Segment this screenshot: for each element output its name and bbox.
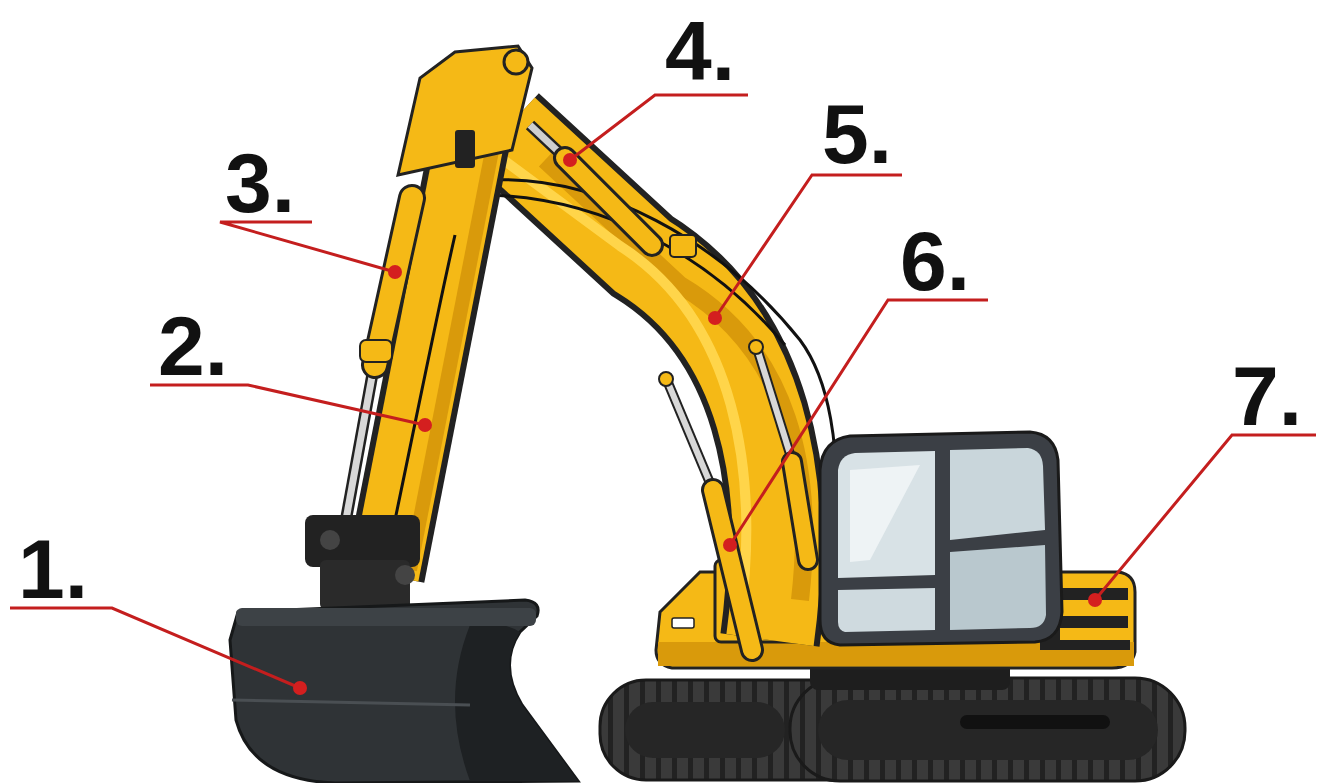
leader-dots [293, 153, 1102, 695]
arm [385, 46, 532, 575]
cylinder-rod-outline [666, 378, 715, 495]
leader-line [715, 175, 902, 318]
pivot-pin [320, 530, 340, 550]
boom [480, 130, 836, 640]
cylinder-rod [666, 378, 715, 495]
cylinder-barrel [792, 462, 808, 560]
arm-head [398, 46, 532, 175]
cylinder-barrel-outline [792, 462, 808, 560]
leader-dot [388, 265, 402, 279]
cab-frame [820, 432, 1062, 645]
boom-cylinders [659, 340, 808, 650]
crawler-tracks [600, 678, 1185, 781]
leader-dot [563, 153, 577, 167]
callout-number: 7. [1232, 354, 1302, 438]
callout-number: 1. [18, 527, 88, 611]
cab [820, 432, 1062, 645]
leader-line [150, 385, 425, 425]
leader-dot [418, 418, 432, 432]
arm-shade [410, 110, 500, 570]
leader-line [10, 608, 300, 688]
track-slot [960, 715, 1110, 729]
front-light [672, 618, 694, 628]
pivot-pin [504, 50, 528, 74]
callout-number: 5. [822, 92, 892, 176]
bucket-lip [236, 608, 536, 626]
pivot-pin [659, 372, 673, 386]
leader-line [730, 300, 988, 545]
boom-mount [670, 235, 696, 257]
bucket [230, 515, 578, 783]
leader-line [220, 222, 395, 272]
bucket-seam [232, 700, 470, 705]
front-track [790, 678, 1185, 781]
pivot-pin [395, 565, 415, 585]
cab-window [838, 451, 935, 578]
cab-window [950, 448, 1045, 540]
track-frame [625, 702, 785, 758]
leader-lines [10, 95, 1316, 688]
callout-number: 3. [225, 141, 295, 225]
bucket-shell [230, 600, 578, 783]
leader-dot [293, 681, 307, 695]
arm-plate [455, 130, 475, 168]
bucket-opening [455, 624, 578, 781]
leader-line [1095, 435, 1316, 600]
callout-number: 4. [665, 9, 735, 93]
cylinder-rod [345, 360, 375, 525]
cylinder-barrel-outline [565, 158, 652, 245]
cab-window [950, 545, 1046, 630]
bucket-linkage [320, 560, 410, 610]
callout-number: 6. [900, 219, 970, 303]
cylinder-cap [360, 340, 392, 362]
bucket-linkage [305, 515, 420, 567]
window-glare [850, 465, 920, 562]
cylinder-barrel [713, 490, 752, 650]
cab-window [838, 588, 935, 632]
callout-number: 2. [158, 304, 228, 388]
cylinder-barrel [565, 158, 652, 245]
leader-dot [1088, 593, 1102, 607]
cylinder-rod-outline [345, 360, 375, 525]
cylinder-rod-outline [530, 125, 580, 172]
leader-dot [723, 538, 737, 552]
bucket-cylinder [345, 198, 412, 525]
leader-dot [708, 311, 722, 325]
leader-line [570, 95, 748, 160]
cylinder-barrel-outline [713, 490, 752, 650]
pivot-pin [749, 340, 763, 354]
boom-highlight [490, 150, 746, 620]
track-frame [818, 700, 1158, 760]
cylinder-rod [530, 125, 580, 172]
boom-shade [545, 160, 804, 600]
